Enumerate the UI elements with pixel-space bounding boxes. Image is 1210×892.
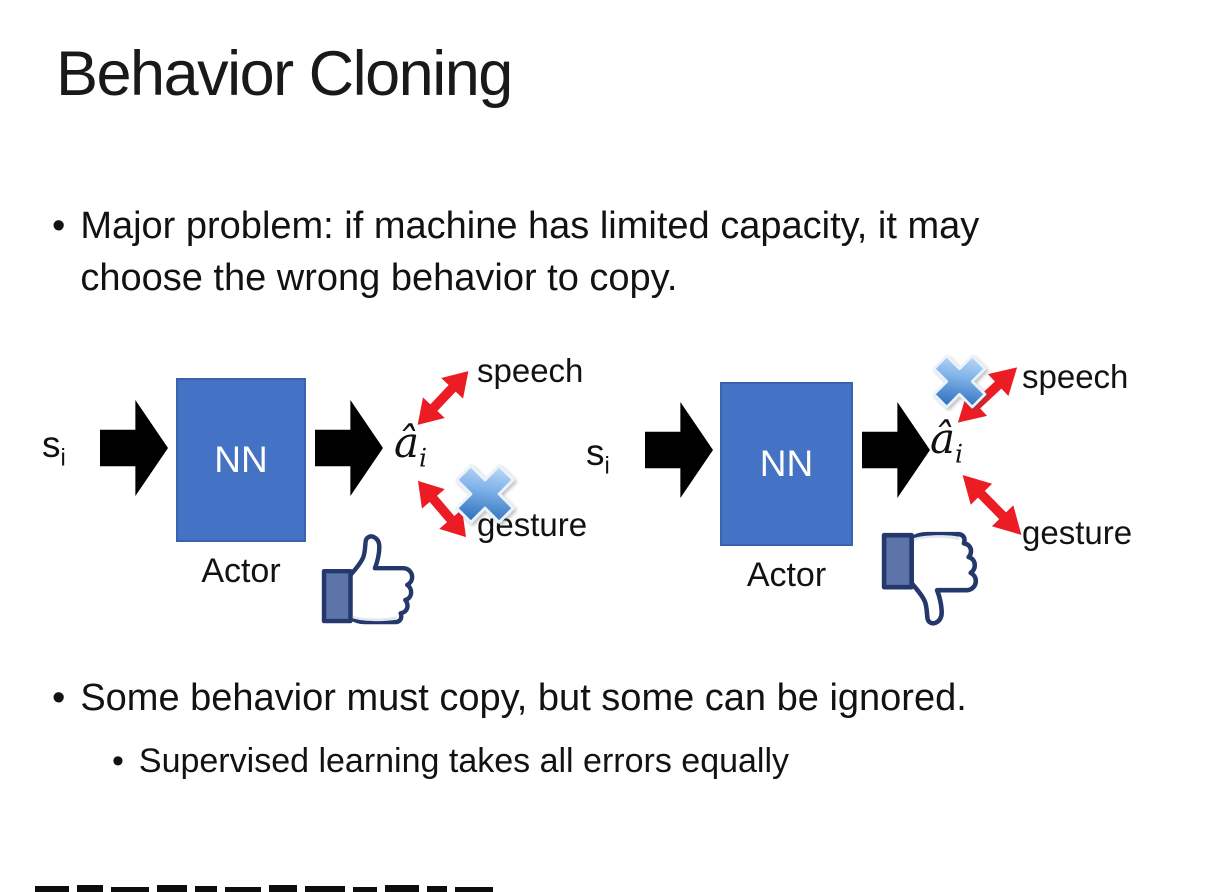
flow-arrow-icon [862,402,930,498]
bullet-marker: • [112,742,124,780]
nn-box-right: NN [720,382,853,546]
gesture-label-right: gesture [1022,514,1133,551]
bullet-major-problem: • Major problem: if machine has limited … [52,200,1032,305]
actor-caption-right: Actor [746,556,827,594]
input-label-right: si [586,432,610,480]
flow-arrow-icon [315,400,383,496]
bullet-some-behavior-text: Some behavior must copy, but some can be… [80,677,967,719]
bullet-major-problem-text: Major problem: if machine has limited ca… [80,205,980,300]
output-label-left: âi [394,418,428,473]
output-label-right: âi [930,414,964,469]
bullet-supervised-text: Supervised learning takes all errors equ… [138,742,790,780]
flow-arrow-icon [100,400,168,496]
bullet-supervised: • Supervised learning takes all errors e… [112,738,789,785]
nn-box-left: NN [176,378,306,542]
cross-icon [927,349,992,414]
nn-label: NN [214,439,268,480]
cutoff-text-strip [35,885,493,892]
thumbs-up-icon [320,532,422,626]
bullet-some-behavior: • Some behavior must copy, but some can … [52,672,967,724]
bullet-marker: • [52,677,66,719]
thumbs-down-icon [880,530,986,628]
input-label-left: si [42,424,66,472]
flow-arrow-icon [645,402,713,498]
bullet-marker: • [52,205,66,247]
speech-label-left: speech [477,352,584,389]
nn-label: NN [759,443,814,484]
speech-label-right: speech [1022,358,1129,395]
slide-title: Behavior Cloning [56,39,513,109]
actor-caption-left: Actor [201,552,281,590]
cross-icon [449,458,521,530]
